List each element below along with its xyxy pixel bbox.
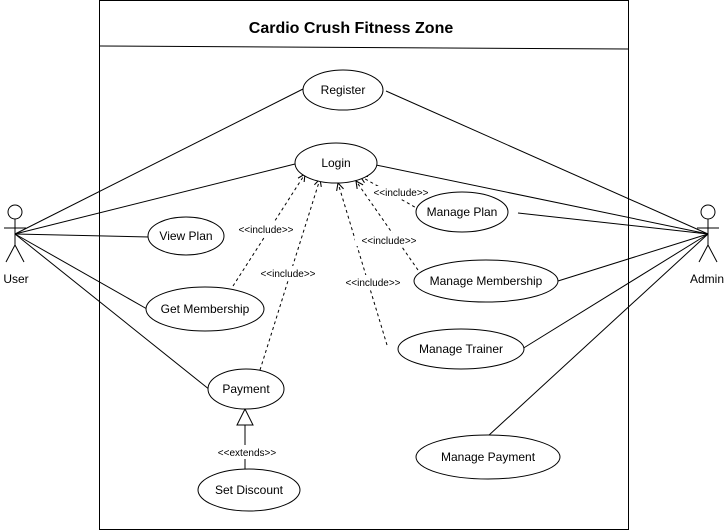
assoc-admin-manage-trainer [521, 233, 709, 350]
use-case-get-membership-label: Get Membership [161, 302, 250, 316]
include-label-manage-trainer: <<include>> [345, 278, 400, 289]
assoc-admin-manage-plan [517, 212, 709, 235]
assoc-admin-manage-membership [557, 233, 709, 282]
user-associations [14, 88, 304, 391]
generalization-triangle-icon [236, 407, 254, 426]
actor-user-label: User [3, 272, 28, 286]
use-case-manage-payment-label: Manage Payment [441, 450, 536, 464]
system-title: Cardio Crush Fitness Zone [249, 20, 454, 37]
assoc-user-register [14, 88, 304, 235]
use-case-set-discount-label: Set Discount [215, 483, 284, 497]
actor-admin-label: Admin [690, 272, 724, 286]
use-case-manage-trainer-label: Manage Trainer [419, 342, 503, 356]
stereotype-labels: <<include>> <<include>> <<include>> <<in… [212, 186, 434, 459]
assoc-user-payment [14, 233, 211, 391]
actor-user[interactable]: User [3, 204, 29, 286]
use-case-manage-plan[interactable]: Manage Plan [415, 191, 509, 233]
use-case-register-label: Register [321, 83, 366, 97]
admin-associations [375, 90, 709, 437]
assoc-user-login [14, 163, 296, 235]
use-case-set-discount[interactable]: Set Discount [197, 468, 301, 512]
use-case-manage-membership[interactable]: Manage Membership [413, 259, 559, 303]
include-manage-trainer-login [338, 183, 388, 346]
stick-figure-icon [697, 204, 719, 263]
assoc-admin-manage-payment [487, 233, 709, 437]
use-case-manage-membership-label: Manage Membership [430, 274, 543, 288]
use-case-login[interactable]: Login [294, 142, 378, 184]
include-label-get-membership: <<include>> [238, 225, 293, 236]
use-case-payment[interactable]: Payment [207, 368, 285, 410]
use-case-manage-payment[interactable]: Manage Payment [415, 434, 561, 480]
use-case-view-plan-label: View Plan [159, 229, 212, 243]
use-case-manage-plan-label: Manage Plan [427, 205, 498, 219]
assoc-user-view-plan [14, 233, 150, 238]
actor-admin[interactable]: Admin [690, 204, 724, 286]
use-case-view-plan[interactable]: View Plan [147, 216, 225, 256]
assoc-admin-register [385, 90, 709, 235]
extends-label: <<extends>> [218, 448, 277, 459]
include-manage-membership-login [356, 181, 419, 271]
assoc-user-get-membership [14, 233, 148, 310]
use-case-payment-label: Payment [222, 382, 270, 396]
use-case-login-label: Login [321, 156, 350, 170]
include-label-manage-membership: <<include>> [361, 236, 416, 247]
include-label-manage-plan: <<include>> [373, 188, 428, 199]
use-case-get-membership[interactable]: Get Membership [145, 286, 265, 332]
stick-figure-icon [4, 204, 26, 263]
use-case-register[interactable]: Register [302, 69, 384, 111]
include-label-payment: <<include>> [260, 269, 315, 280]
assoc-admin-login [375, 164, 709, 235]
use-case-manage-trainer[interactable]: Manage Trainer [397, 328, 525, 370]
